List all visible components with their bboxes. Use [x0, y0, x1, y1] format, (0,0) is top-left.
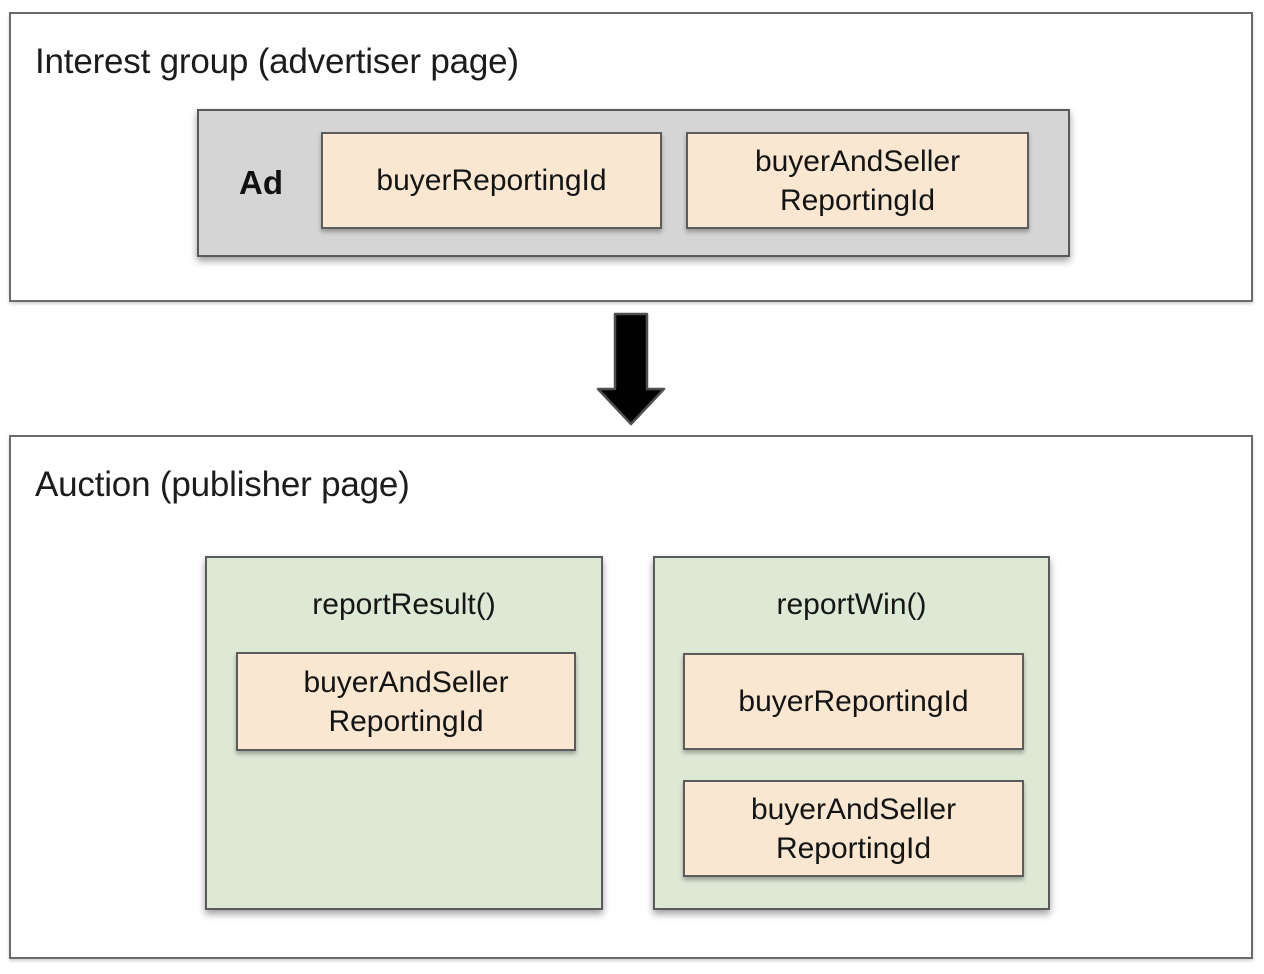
down-arrow-icon [596, 312, 666, 426]
field-buyer-reporting-id: buyerReportingId [321, 132, 662, 229]
ad-box: Ad buyerReportingId buyerAndSeller Repor… [197, 109, 1070, 257]
field-buyer-and-seller-reporting-id: buyerAndSeller ReportingId [686, 132, 1029, 229]
auction-panel: Auction (publisher page) reportResult() … [9, 435, 1253, 959]
auction-title: Auction (publisher page) [35, 465, 410, 504]
field-buyer-and-seller-reporting-id: buyerAndSeller ReportingId [683, 780, 1024, 877]
report-result-title: reportResult() [312, 588, 496, 621]
report-result-box: reportResult() buyerAndSeller ReportingI… [205, 556, 603, 910]
report-win-title: reportWin() [776, 588, 927, 621]
field-buyer-reporting-id: buyerReportingId [683, 653, 1024, 750]
ad-label: Ad [239, 164, 283, 201]
interest-group-panel: Interest group (advertiser page) Ad buye… [9, 12, 1253, 302]
field-buyer-and-seller-reporting-id: buyerAndSeller ReportingId [236, 652, 576, 751]
report-win-box: reportWin() buyerReportingId buyerAndSel… [653, 556, 1050, 910]
interest-group-title: Interest group (advertiser page) [35, 42, 519, 81]
